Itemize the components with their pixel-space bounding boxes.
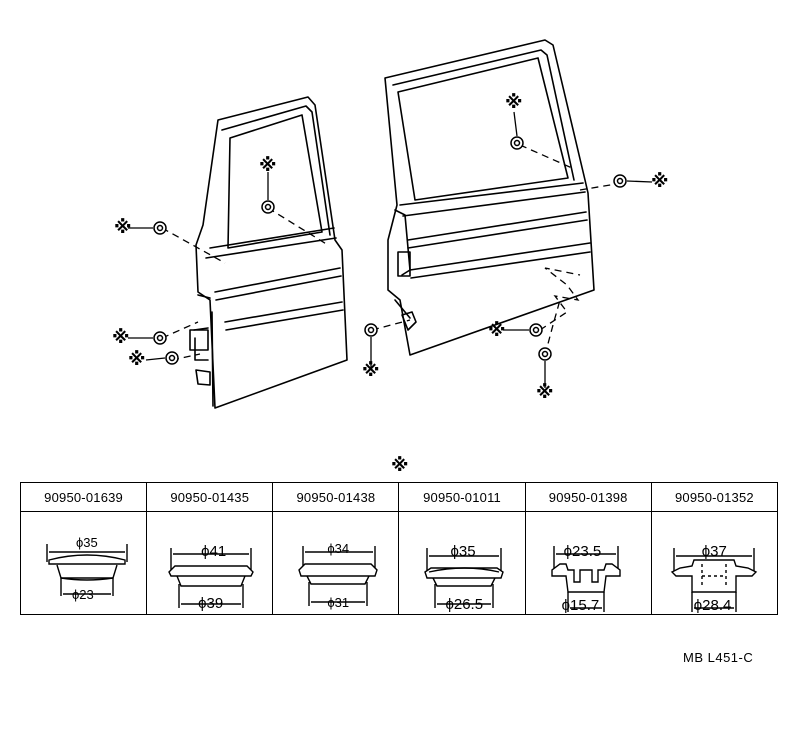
rear-door-lower-plug [529,323,543,337]
reference-mark: ※ [362,360,380,381]
front-door-lower-plug [153,331,167,345]
rear-door-side-plug [613,174,627,188]
plug-drawing [168,548,255,608]
outer-diameter: ϕ35 [450,543,476,560]
reference-mark: ※ [488,320,506,341]
front-door-drawing [189,96,348,409]
part-number-cell: 90950-01435 [146,482,274,512]
plug-drawing [298,546,379,606]
plug-drawing [424,548,505,608]
front-door-hinge-plug [153,221,167,235]
table-header-mark: ※ [391,455,409,476]
part-number-cell: 90950-01011 [398,482,526,512]
part-number-table: 90950-01639 90950-01435 90950-01438 9095… [19,482,779,615]
reference-mark: ※ [128,349,146,370]
reference-mark: ※ [505,92,523,113]
part-drawing-cell: ϕ23.5 ϕ15.7 [524,511,652,615]
part-drawing-cell: ϕ35 ϕ26.5 [398,511,526,615]
reference-mark: ※ [536,382,554,403]
plug-drawing [46,544,128,596]
reference-mark: ※ [114,217,132,238]
front-door-bottom-plug [165,351,179,365]
part-number-cell: 90950-01639 [19,482,148,512]
outer-diameter: ϕ23.5 [563,543,602,560]
outer-diameter: ϕ34 [327,541,350,556]
part-number-cell: 90950-01398 [524,482,652,512]
inner-diameter: ϕ26.5 [445,596,484,613]
outer-diameter: ϕ35 [76,535,98,550]
rear-door-upper-plug [510,136,524,150]
inner-diameter: ϕ15.7 [561,597,600,614]
part-drawing-cell: ϕ41 ϕ39 [146,511,274,615]
outer-diameter: ϕ37 [701,543,727,560]
inner-diameter: ϕ28.4 [693,597,732,614]
part-drawing-cell: ϕ34 ϕ31 [272,511,400,615]
reference-mark: ※ [112,327,130,348]
rear-door-hinge-plug [364,323,378,337]
part-drawing-row: ϕ35 ϕ23 ϕ41 ϕ39 [19,511,779,615]
part-number-row: 90950-01639 90950-01435 90950-01438 9095… [19,482,779,512]
inner-diameter: ϕ39 [198,595,224,612]
drawing-code: MB L451-C [683,650,754,665]
plug-drawing [670,548,757,612]
rear-door-drawing [384,39,595,356]
part-drawing-cell: ϕ37 ϕ28.4 [650,511,779,615]
inner-diameter: ϕ23 [72,587,94,602]
rear-door-bottom-plug [538,347,552,361]
inner-diameter: ϕ31 [327,595,350,610]
front-door-upper-plug [261,200,275,214]
reference-mark: ※ [651,171,669,192]
part-number-cell: 90950-01352 [650,482,779,512]
part-number-cell: 90950-01438 [272,482,400,512]
part-drawing-cell: ϕ35 ϕ23 [19,511,148,615]
door-plug-diagram [128,39,653,409]
plug-drawing [550,546,621,612]
reference-mark: ※ [259,155,277,176]
outer-diameter: ϕ41 [201,543,227,560]
